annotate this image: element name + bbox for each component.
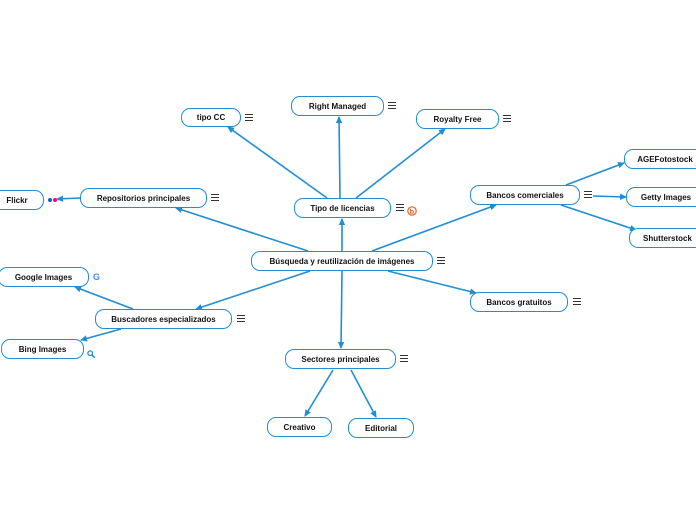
royalty-free-node[interactable]: Royalty Free bbox=[416, 109, 499, 129]
sectores-node-label: Sectores principales bbox=[301, 354, 380, 364]
connector-bancos-comerciales-to-shutterstock bbox=[560, 204, 637, 232]
royalty-free-menu-icon[interactable] bbox=[503, 115, 511, 122]
connector-buscadores-to-bing-images bbox=[80, 328, 122, 342]
repositorios-node[interactable]: Repositorios principales bbox=[80, 188, 207, 208]
getty-images-node[interactable]: Getty Images bbox=[626, 187, 696, 207]
connector-licencias-to-royalty-free bbox=[355, 128, 446, 199]
editorial-node[interactable]: Editorial bbox=[348, 418, 414, 438]
tipo-cc-menu-icon[interactable] bbox=[245, 114, 253, 121]
bancos-gratuitos-node[interactable]: Bancos gratuitos bbox=[470, 292, 568, 312]
google-images-node-label: Google Images bbox=[14, 272, 73, 282]
shutterstock-node-label: Shutterstock bbox=[643, 233, 692, 243]
repositorios-node-label: Repositorios principales bbox=[96, 193, 191, 203]
root-node[interactable]: Búsqueda y reutilización de imágenes bbox=[251, 251, 433, 271]
google-images-node[interactable]: Google Images bbox=[0, 267, 89, 287]
root-menu-icon[interactable] bbox=[437, 257, 445, 264]
bing-images-node-label: Bing Images bbox=[18, 344, 67, 354]
connector-bancos-comerciales-to-agefotostock bbox=[565, 162, 625, 186]
connector-licencias-to-right-managed bbox=[335, 116, 343, 199]
tipo-cc-node-label: tipo CC bbox=[196, 113, 226, 122]
flickr-node-label: Flickr bbox=[6, 195, 28, 205]
creativo-node-label: Creativo bbox=[283, 422, 316, 432]
right-managed-node-label: Right Managed bbox=[308, 101, 367, 111]
connector-repositorios-to-flickr bbox=[56, 195, 81, 202]
connector-licencias-to-tipo-cc bbox=[227, 126, 328, 199]
licencias-menu-icon[interactable] bbox=[396, 204, 404, 211]
google-g-icon: G bbox=[93, 272, 101, 282]
buscadores-node[interactable]: Buscadores especializados bbox=[95, 309, 232, 329]
royalty-free-node-label: Royalty Free bbox=[433, 114, 482, 124]
creativo-node[interactable]: Creativo bbox=[267, 417, 332, 437]
getty-images-node-label: Getty Images bbox=[640, 192, 692, 202]
orange-circle-badge-icon bbox=[407, 203, 417, 216]
connector-sectores-to-creativo bbox=[304, 369, 334, 417]
connector-root-to-bancos-gratuitos bbox=[387, 270, 477, 295]
connector-root-to-sectores bbox=[337, 270, 345, 349]
flickr-node[interactable]: Flickr bbox=[0, 190, 44, 210]
right-managed-menu-icon[interactable] bbox=[388, 102, 396, 109]
agefotostock-node[interactable]: AGEFotostock bbox=[624, 149, 696, 169]
editorial-node-label: Editorial bbox=[364, 423, 397, 433]
connector-sectores-to-editorial bbox=[350, 369, 377, 418]
buscadores-menu-icon[interactable] bbox=[237, 315, 245, 322]
tipo-cc-node[interactable]: tipo CC bbox=[181, 108, 241, 127]
shutterstock-node[interactable]: Shutterstock bbox=[629, 228, 696, 248]
right-managed-node[interactable]: Right Managed bbox=[291, 96, 384, 116]
bancos-gratuitos-menu-icon[interactable] bbox=[573, 298, 581, 305]
sectores-menu-icon[interactable] bbox=[400, 355, 408, 362]
agefotostock-node-label: AGEFotostock bbox=[637, 154, 693, 164]
connector-buscadores-to-google-images bbox=[74, 286, 134, 310]
magnifier-search-icon bbox=[87, 345, 96, 359]
repositorios-menu-icon[interactable] bbox=[211, 194, 219, 201]
bing-images-node[interactable]: Bing Images bbox=[1, 339, 84, 359]
connector-root-to-buscadores bbox=[195, 270, 311, 311]
connector-root-to-bancos-comerciales bbox=[371, 204, 497, 252]
licencias-node[interactable]: Tipo de licencias bbox=[294, 198, 391, 218]
connector-root-to-repositorios bbox=[175, 206, 309, 252]
bancos-comerciales-node[interactable]: Bancos comerciales bbox=[470, 185, 580, 205]
sectores-node[interactable]: Sectores principales bbox=[285, 349, 396, 369]
bancos-comerciales-menu-icon[interactable] bbox=[584, 191, 592, 198]
buscadores-node-label: Buscadores especializados bbox=[111, 314, 216, 324]
connector-bancos-comerciales-to-getty bbox=[592, 193, 627, 201]
root-node-label: Búsqueda y reutilización de imágenes bbox=[269, 256, 415, 266]
licencias-node-label: Tipo de licencias bbox=[310, 203, 375, 213]
bancos-comerciales-node-label: Bancos comerciales bbox=[486, 190, 564, 200]
flickr-dots-icon bbox=[48, 198, 58, 202]
bancos-gratuitos-node-label: Bancos gratuitos bbox=[486, 297, 552, 307]
